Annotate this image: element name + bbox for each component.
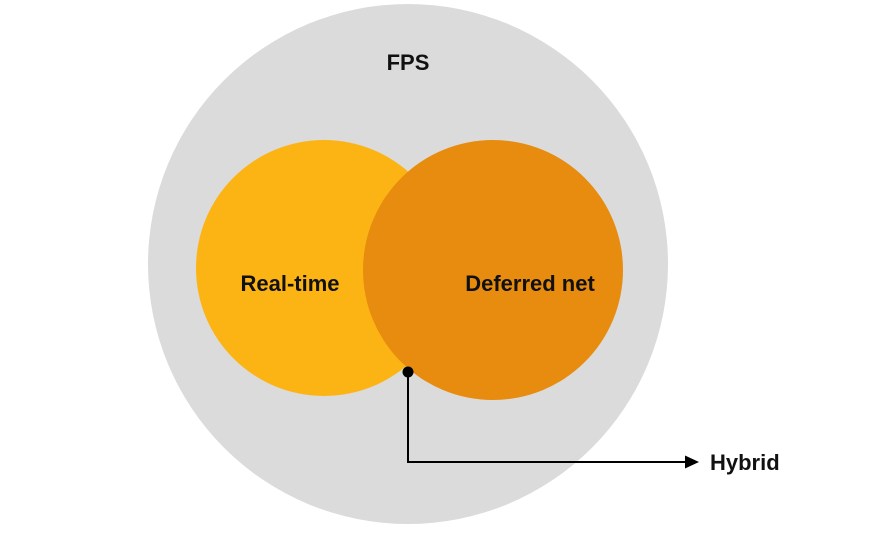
callout-connector-line	[407, 372, 687, 463]
callout-arrowhead-icon	[685, 455, 699, 469]
outer-set-label: FPS	[387, 50, 430, 75]
left-set-label: Real-time	[240, 271, 339, 296]
right-set-label: Deferred net	[465, 271, 595, 296]
right-set-circle-deferred-net	[363, 140, 623, 400]
intersection-callout-label: Hybrid	[710, 450, 780, 475]
